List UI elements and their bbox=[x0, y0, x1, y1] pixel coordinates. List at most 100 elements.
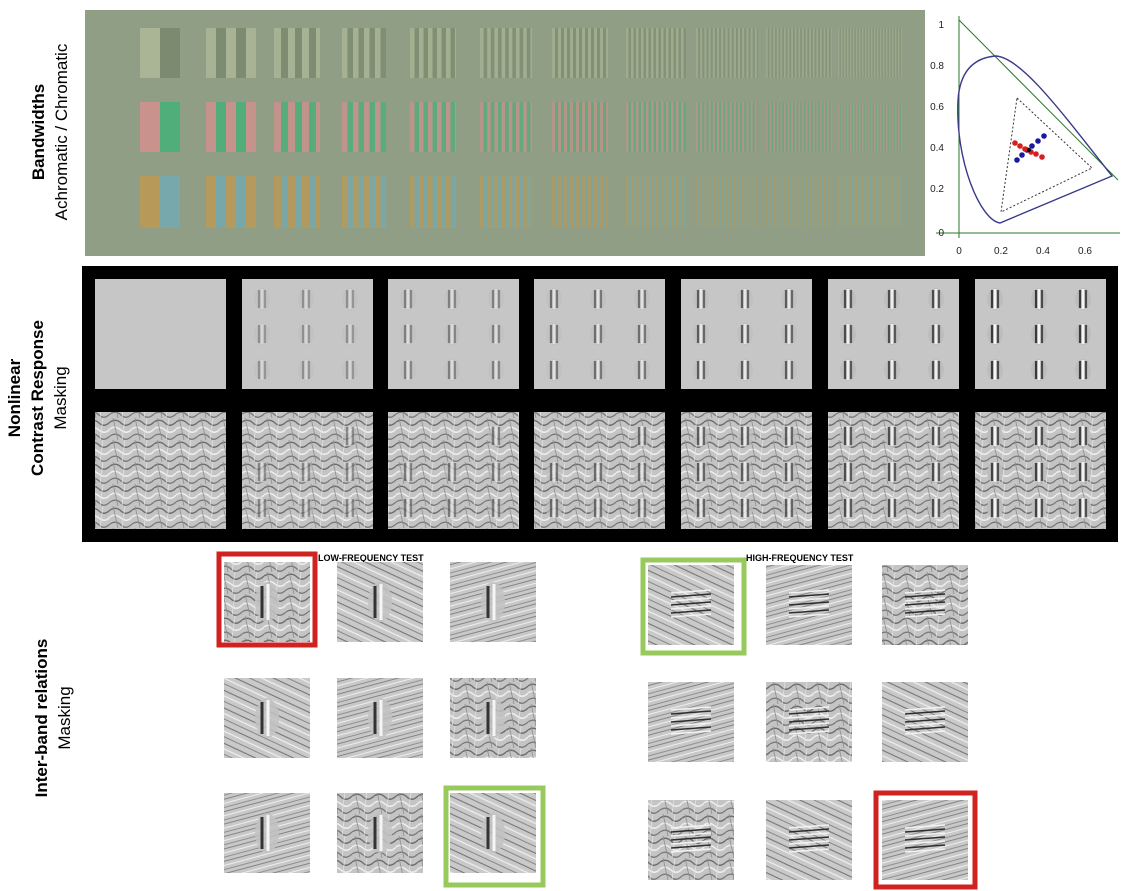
grating-bar bbox=[865, 102, 867, 152]
high-freq-stripe bbox=[904, 706, 946, 711]
grating-bar bbox=[309, 102, 316, 152]
grating-bar bbox=[681, 176, 684, 228]
grating-bar bbox=[830, 28, 832, 78]
grating-bar bbox=[432, 176, 437, 228]
grating-bar bbox=[841, 102, 843, 152]
grating-bar bbox=[725, 102, 728, 152]
grating-bar bbox=[746, 28, 749, 78]
grating-bar bbox=[812, 28, 815, 78]
grating-bar bbox=[288, 176, 295, 228]
grating-bar bbox=[369, 28, 375, 78]
high-freq-stripe bbox=[788, 605, 830, 610]
grating-bar bbox=[901, 176, 902, 228]
grating-bar bbox=[784, 176, 786, 228]
chromaticity-diagram: 0 0.2 0.4 0.6 0.8 1 0 0.2 0.4 0.6 bbox=[930, 16, 1120, 257]
grating-bar bbox=[490, 102, 495, 152]
grating-bar bbox=[719, 102, 722, 152]
grating-bar bbox=[860, 176, 862, 228]
grating-bar bbox=[901, 102, 902, 152]
grating-bar bbox=[729, 28, 732, 78]
grating-bar bbox=[884, 28, 886, 78]
grating-bar bbox=[638, 176, 641, 228]
grating-bar bbox=[494, 28, 498, 78]
high-freq-stripe bbox=[670, 605, 712, 610]
grating-bar bbox=[841, 176, 843, 228]
high-frequency-tile bbox=[882, 800, 968, 880]
grating-bar bbox=[748, 176, 751, 228]
grating-bar bbox=[558, 176, 561, 228]
grating-bar bbox=[523, 102, 527, 152]
grating-bar bbox=[588, 102, 591, 152]
gabor-patch bbox=[298, 359, 314, 381]
grating-bar bbox=[738, 176, 741, 228]
grating-bar bbox=[733, 176, 736, 228]
y-tick: 0.8 bbox=[930, 61, 944, 72]
grating-bar bbox=[316, 176, 320, 228]
grating-bar bbox=[597, 176, 600, 228]
grating-bar bbox=[756, 28, 758, 78]
grating-bar bbox=[216, 176, 226, 228]
grating-bar bbox=[364, 28, 370, 78]
grating-bar bbox=[380, 102, 386, 152]
grating-bar bbox=[878, 28, 880, 78]
grating-bar bbox=[480, 28, 484, 78]
grating-bar bbox=[787, 28, 790, 78]
grating-bar bbox=[818, 176, 820, 228]
grating-bar bbox=[226, 28, 236, 78]
grating-bar bbox=[778, 102, 781, 152]
grating-bar bbox=[780, 176, 783, 228]
grating-bar bbox=[591, 28, 594, 78]
high-freq-stripe bbox=[904, 593, 946, 598]
grating-bar bbox=[646, 28, 649, 78]
contrast-title-line2: Contrast Response bbox=[28, 320, 47, 476]
grating-bar bbox=[889, 176, 891, 228]
grating-bar bbox=[501, 28, 506, 78]
gabor-patch bbox=[342, 288, 358, 310]
grating-bar bbox=[441, 176, 446, 228]
grating-bar bbox=[641, 28, 644, 78]
grating-bar bbox=[725, 176, 728, 228]
grating-bar bbox=[877, 176, 879, 228]
grating-bar bbox=[487, 176, 491, 228]
grating-bar bbox=[419, 176, 424, 228]
grating-bar bbox=[899, 176, 901, 228]
grating-bar bbox=[683, 28, 686, 78]
grating-bar bbox=[501, 102, 506, 152]
grating-bar bbox=[428, 28, 433, 78]
grating-bar bbox=[295, 102, 302, 152]
grating-bar bbox=[738, 102, 741, 152]
grating-bar bbox=[798, 28, 801, 78]
grating-bar bbox=[676, 102, 679, 152]
grating-bar bbox=[567, 176, 570, 228]
high-freq-stripe bbox=[904, 848, 946, 853]
grating-bar bbox=[428, 102, 433, 152]
grating-bar bbox=[678, 102, 681, 152]
grating-bar bbox=[281, 102, 288, 152]
grating-bar bbox=[555, 28, 558, 78]
high-freq-stripe bbox=[904, 828, 946, 833]
grating-bar bbox=[696, 102, 699, 152]
grating-bar bbox=[816, 102, 819, 152]
grating-bar bbox=[487, 102, 491, 152]
grating-bar bbox=[892, 28, 894, 78]
grating-bar bbox=[712, 176, 715, 228]
grating-bar bbox=[663, 102, 666, 152]
grating-bar bbox=[740, 28, 743, 78]
grating-bar bbox=[516, 28, 520, 78]
grating-bar bbox=[878, 102, 880, 152]
contrast-subtitle: Masking bbox=[51, 366, 70, 429]
grating-bar bbox=[236, 28, 246, 78]
grating-bar bbox=[700, 102, 703, 152]
grating-bar bbox=[564, 176, 567, 228]
grating-bar bbox=[798, 176, 801, 228]
grating-bar bbox=[839, 102, 841, 152]
grating-bar bbox=[866, 28, 868, 78]
grating-bar bbox=[814, 102, 817, 152]
grating-bar bbox=[432, 102, 437, 152]
gabor-patch bbox=[254, 497, 270, 519]
grating-bar bbox=[576, 28, 579, 78]
high-freq-stripe bbox=[670, 593, 712, 598]
grating-bar bbox=[661, 28, 664, 78]
grating-bar bbox=[353, 176, 359, 228]
